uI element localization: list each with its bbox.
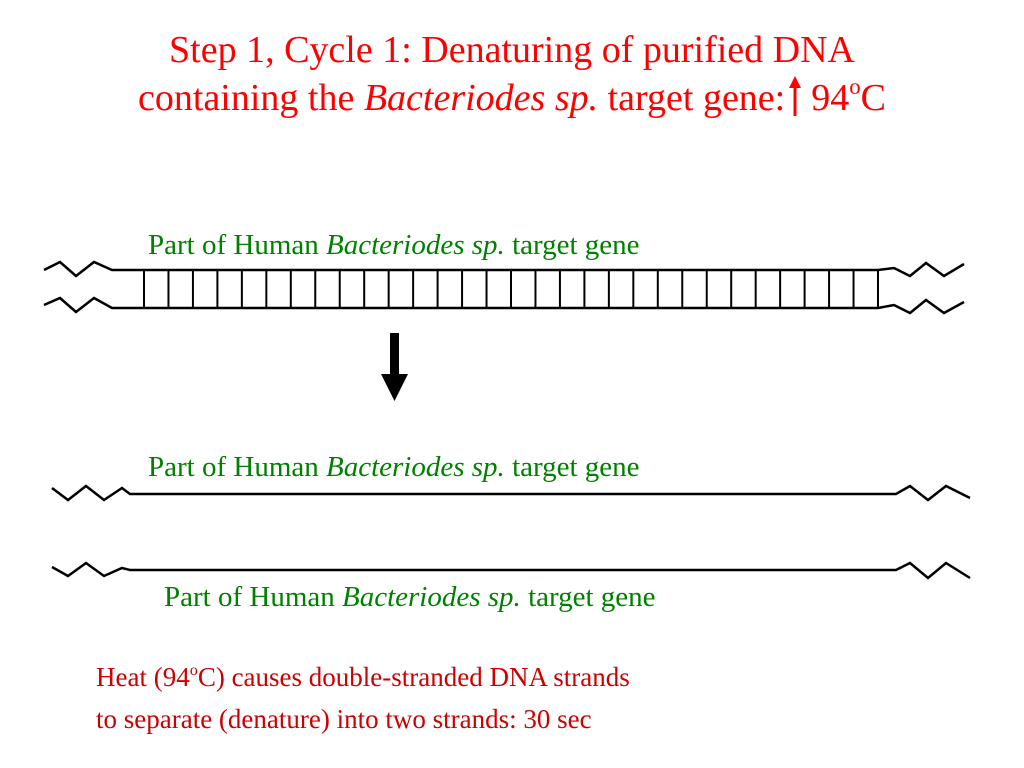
gene-label-double-strand: Part of Human Bacteriodes sp. target gen… — [148, 228, 640, 262]
title-temp-unit: C — [860, 77, 886, 119]
title-temp-value: 94 — [811, 77, 850, 119]
title-text-post: target gene: — [598, 77, 786, 119]
base-pair-rungs — [143, 270, 879, 308]
double-stranded-dna — [43, 260, 965, 315]
label-prefix: Part of Human — [148, 229, 326, 261]
process-down-arrow-icon — [381, 333, 408, 401]
note-degree: o — [189, 660, 198, 679]
separated-strands — [51, 484, 971, 580]
dna-strand-bottom — [43, 296, 965, 315]
slide-title: Step 1, Cycle 1: Denaturing of purified … — [0, 26, 1024, 127]
note-line-1: Heat (94oC) causes double-stranded DNA s… — [96, 658, 630, 700]
title-organism: Bacteriodes sp. — [363, 77, 599, 119]
label-organism: Bacteriodes sp. — [326, 451, 505, 483]
note-text-post: C) causes double-stranded DNA strands — [197, 662, 630, 692]
gene-label-strand-top: Part of Human Bacteriodes sp. target gen… — [148, 450, 640, 484]
label-prefix: Part of Human — [148, 451, 326, 483]
label-prefix: Part of Human — [164, 581, 342, 613]
denaturation-note: Heat (94oC) causes double-stranded DNA s… — [96, 658, 630, 738]
label-suffix: target gene — [504, 229, 640, 261]
title-line-1: Step 1, Cycle 1: Denaturing of purified … — [169, 29, 855, 71]
note-text-pre: Heat (94 — [96, 662, 190, 692]
label-suffix: target gene — [504, 451, 640, 483]
note-line-2: to separate (denature) into two strands:… — [96, 704, 592, 734]
label-suffix: target gene — [520, 581, 656, 613]
label-organism: Bacteriodes sp. — [342, 581, 521, 613]
title-text-pre: containing the — [137, 77, 364, 119]
gene-label-strand-bottom: Part of Human Bacteriodes sp. target gen… — [164, 580, 656, 614]
single-strand-top — [51, 484, 971, 502]
dna-strand-top — [43, 260, 965, 278]
temperature-up-arrow-icon — [785, 76, 811, 116]
label-organism: Bacteriodes sp. — [326, 229, 505, 261]
single-strand-bottom — [51, 561, 971, 580]
title-line-2: containing the Bacteriodes sp. target ge… — [0, 74, 1024, 127]
title-temp-degree: o — [849, 74, 861, 100]
